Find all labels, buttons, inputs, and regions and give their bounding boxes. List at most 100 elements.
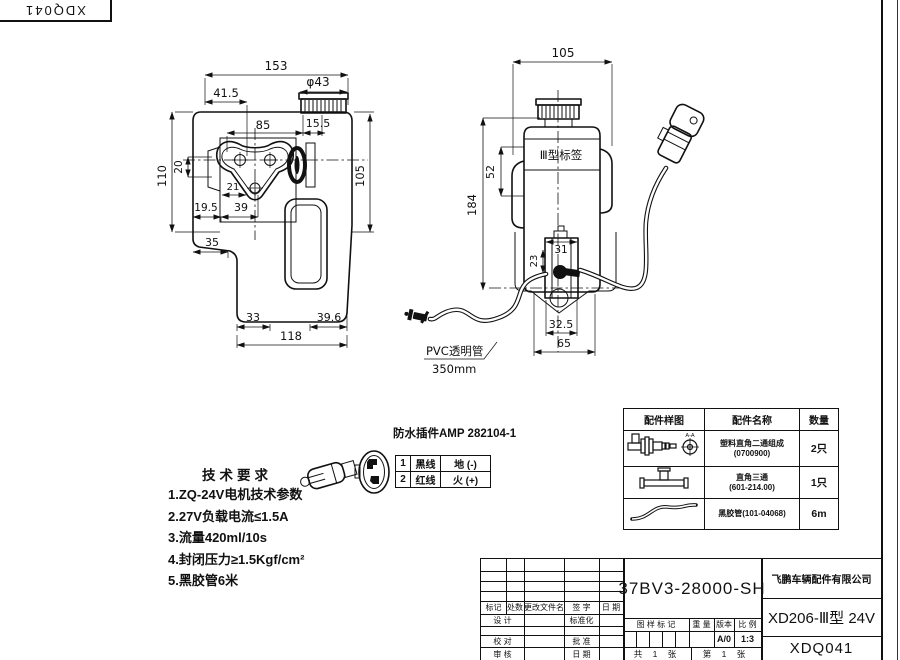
label-signature: 签 字 (572, 603, 591, 612)
sheet-total: 共 1 张 (633, 649, 681, 659)
part-name: 黑胶管(101-04068) (704, 498, 800, 530)
tech-requirements: 技术要求 1.ZQ-24V电机技术参数 2.27V负载电流≤1.5A 3.流量4… (168, 464, 348, 592)
hose-label: PVC透明管 350mm (424, 341, 498, 376)
pin-row: 2 红线 火 (+) (395, 471, 491, 488)
dim-52: 52 (484, 165, 497, 179)
dim-23: 23 (529, 255, 540, 268)
scale-value: 1:3 (740, 634, 754, 644)
side-bump (207, 146, 221, 192)
dim-33: 33 (246, 311, 260, 324)
tech-requirement-item: 5.黑胶管6米 (168, 573, 239, 588)
label-change-file: 更改文件名 (524, 603, 564, 612)
tank-outline-front (192, 111, 353, 323)
label-area-lines (524, 138, 600, 171)
dim-65: 65 (557, 337, 571, 350)
parts-header-sample: 配件样图 (623, 408, 705, 431)
front-view-dimensions: 153 41.5 φ43 85 15.5 110 20 105 19.5 39 (155, 59, 374, 348)
dim-105-front: 105 (353, 165, 367, 187)
pin-wire-color: 黑线 (410, 455, 441, 472)
title-block: 标记 处数 更改文件名 签 字 日 期 设 计 标准化 校 对 批 准 审 核 … (480, 558, 882, 660)
part-qty: 6m (799, 498, 839, 530)
tank-outline-side (523, 126, 601, 293)
pin-table: 1 黑线 地 (-) 2 红线 火 (+) (395, 455, 491, 488)
dim-39-6: 39.6 (317, 311, 342, 324)
svg-text:A-A: A-A (685, 433, 695, 439)
tee-fitting-icon (623, 466, 705, 499)
dim-153: 153 (265, 59, 288, 73)
tech-requirement-item: 4.封闭压力≥1.5Kgf/cm² (168, 551, 305, 567)
side-view: Ⅲ型标签 (404, 46, 705, 376)
company-name: 飞鹏车辆配件有限公司 (771, 575, 872, 586)
label-version: 版本 (716, 620, 732, 629)
label-design: 设 计 (493, 615, 512, 625)
pin-function: 地 (-) (440, 455, 491, 472)
label-drawing-mark: 图 样 标 记 (636, 620, 676, 629)
tech-requirements-title: 技术要求 (202, 468, 272, 483)
label-date2: 日 期 (572, 649, 591, 659)
pump-bracket (215, 140, 295, 201)
model-name: XD206-Ⅲ型 24V (767, 609, 876, 627)
part-name: 塑料直角二通组成(0700900) (704, 430, 800, 467)
tech-requirement-item: 2.27V负载电流≤1.5A (168, 508, 289, 524)
socket-oval (287, 142, 316, 188)
dim-41-5: 41.5 (213, 86, 239, 100)
pin-number: 1 (395, 455, 411, 472)
side-view-dimensions: 105 184 52 31 23 32.5 65 (465, 46, 613, 356)
dim-15-5: 15.5 (306, 117, 331, 130)
dim-118: 118 (280, 329, 302, 343)
left-wing-tab (511, 160, 525, 229)
dim-184: 184 (465, 194, 479, 216)
version-value: A/0 (716, 634, 731, 644)
amp-connector-front-view (354, 450, 390, 494)
label-approve: 批 准 (572, 636, 591, 646)
wire-connector (657, 103, 705, 164)
label-date: 日 期 (601, 603, 621, 612)
dim-21: 21 (227, 182, 240, 193)
dim-19-5: 19.5 (194, 202, 217, 214)
pin-row: 1 黑线 地 (-) (395, 455, 491, 472)
dim-dia43: φ43 (306, 75, 329, 89)
sheet-inner-border (881, 0, 883, 660)
pin-number: 2 (395, 471, 411, 488)
sheet-number: 第 1 张 (702, 649, 750, 659)
filler-cap-front (298, 92, 349, 114)
label-check: 校 对 (493, 636, 512, 646)
hose-label-line1: PVC透明管 (426, 344, 483, 358)
hose-label-line2: 350mm (432, 362, 476, 376)
sheet-outer-border (897, 0, 898, 660)
parts-row: 直角三通 (601-214.00) 1只 (623, 466, 839, 499)
parts-row: A-A 塑料直角二通组成(0700900) 2只 (623, 430, 839, 467)
corner-code-box: XDQ041 (0, 0, 112, 22)
parts-header-row: 配件样图 配件名称 数量 (623, 408, 839, 431)
dim-39: 39 (234, 201, 248, 214)
label-count: 处数 (507, 603, 523, 612)
label-review: 审 核 (493, 649, 512, 659)
parts-header-qty: 数量 (799, 408, 839, 431)
part-name: 直角三通 (601-214.00) (704, 466, 800, 499)
pump-wire (577, 165, 669, 291)
dim-31: 31 (554, 244, 567, 256)
parts-row: 黑胶管(101-04068) 6m (623, 498, 839, 530)
dim-110: 110 (155, 165, 169, 187)
front-view: 153 41.5 φ43 85 15.5 110 20 105 19.5 39 (155, 59, 374, 348)
part-qty: 2只 (799, 430, 839, 467)
pin-function: 火 (+) (440, 471, 491, 488)
parts-table: 配件样图 配件名称 数量 (623, 408, 839, 530)
dim-35: 35 (205, 236, 219, 249)
type-iii-label: Ⅲ型标签 (540, 148, 583, 162)
rubber-hose-icon (623, 498, 705, 530)
filler-cap-side (535, 98, 582, 127)
label-weight: 重 量 (692, 620, 711, 629)
tech-requirement-item: 1.ZQ-24V电机技术参数 (168, 487, 303, 502)
handle-cutout-inner (290, 204, 322, 284)
amp-connector-title: 防水插件AMP 282104-1 (393, 428, 517, 440)
dim-32-5: 32.5 (549, 318, 574, 331)
dim-105-side: 105 (552, 46, 575, 60)
tech-requirement-item: 3.流量420ml/10s (168, 530, 268, 545)
hose-nozzle (404, 308, 430, 324)
pump-assembly (514, 225, 617, 314)
elbow-fitting-icon: A-A (623, 430, 705, 467)
dim-20: 20 (173, 160, 185, 173)
